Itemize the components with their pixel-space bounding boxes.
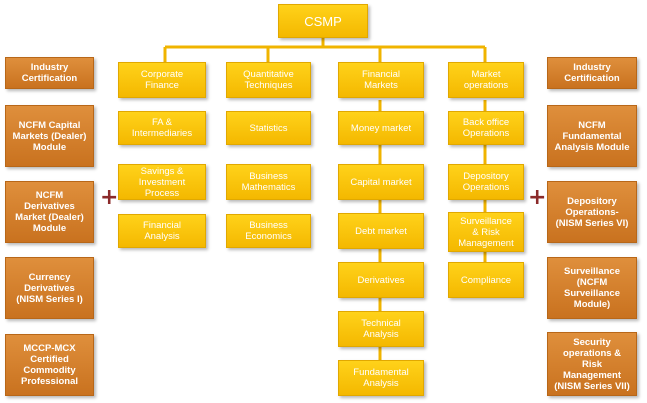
item-depository-operations: Depository Operations (448, 164, 524, 200)
left-currency-derivatives: Currency Derivatives (NISM Series I) (5, 257, 94, 319)
right-industry-certification: Industry Certification (547, 57, 637, 89)
right-depository-operations: Depository Operations- (NISM Series VI) (547, 181, 637, 243)
item-back-office-operations: Back office Operations (448, 111, 524, 145)
plus-left-icon: + (100, 185, 119, 210)
left-mccp-mcx: MCCP-MCX Certified Commodity Professiona… (5, 334, 94, 396)
right-ncfm-fundamental-analysis: NCFM Fundamental Analysis Module (547, 105, 637, 167)
item-compliance: Compliance (448, 262, 524, 298)
plus-right-icon: + (528, 185, 547, 210)
left-ncfm-capital-markets: NCFM Capital Markets (Dealer) Module (5, 105, 94, 167)
root-node: CSMP (278, 4, 368, 38)
item-fa-intermediaries: FA & Intermediaries (118, 111, 206, 145)
item-technical-analysis: Technical Analysis (338, 311, 424, 347)
item-fundamental-analysis: Fundamental Analysis (338, 360, 424, 396)
left-industry-certification: Industry Certification (5, 57, 94, 89)
item-debt-market: Debt market (338, 213, 424, 249)
item-capital-market: Capital market (338, 164, 424, 200)
right-surveillance-ncfm: Surveillance (NCFM Surveillance Module) (547, 257, 637, 319)
item-business-mathematics: Business Mathematics (226, 164, 311, 200)
branch-header-market-operations: Market operations (448, 62, 524, 98)
item-savings-investment-process: Savings & Investment Process (118, 164, 206, 200)
branch-header-corporate-finance: Corporate Finance (118, 62, 206, 98)
branch-header-quantitative-techniques: Quantitative Techniques (226, 62, 311, 98)
item-business-economics: Business Economics (226, 214, 311, 248)
item-derivatives: Derivatives (338, 262, 424, 298)
item-money-market: Money market (338, 111, 424, 145)
item-statistics: Statistics (226, 111, 311, 145)
item-surveillance-risk-management: Surveillance & Risk Management (448, 212, 524, 252)
left-ncfm-derivatives-market: NCFM Derivatives Market (Dealer) Module (5, 181, 94, 243)
branch-header-financial-markets: Financial Markets (338, 62, 424, 98)
right-security-operations-risk: Security operations & Risk Management (N… (547, 332, 637, 396)
item-financial-analysis: Financial Analysis (118, 214, 206, 248)
